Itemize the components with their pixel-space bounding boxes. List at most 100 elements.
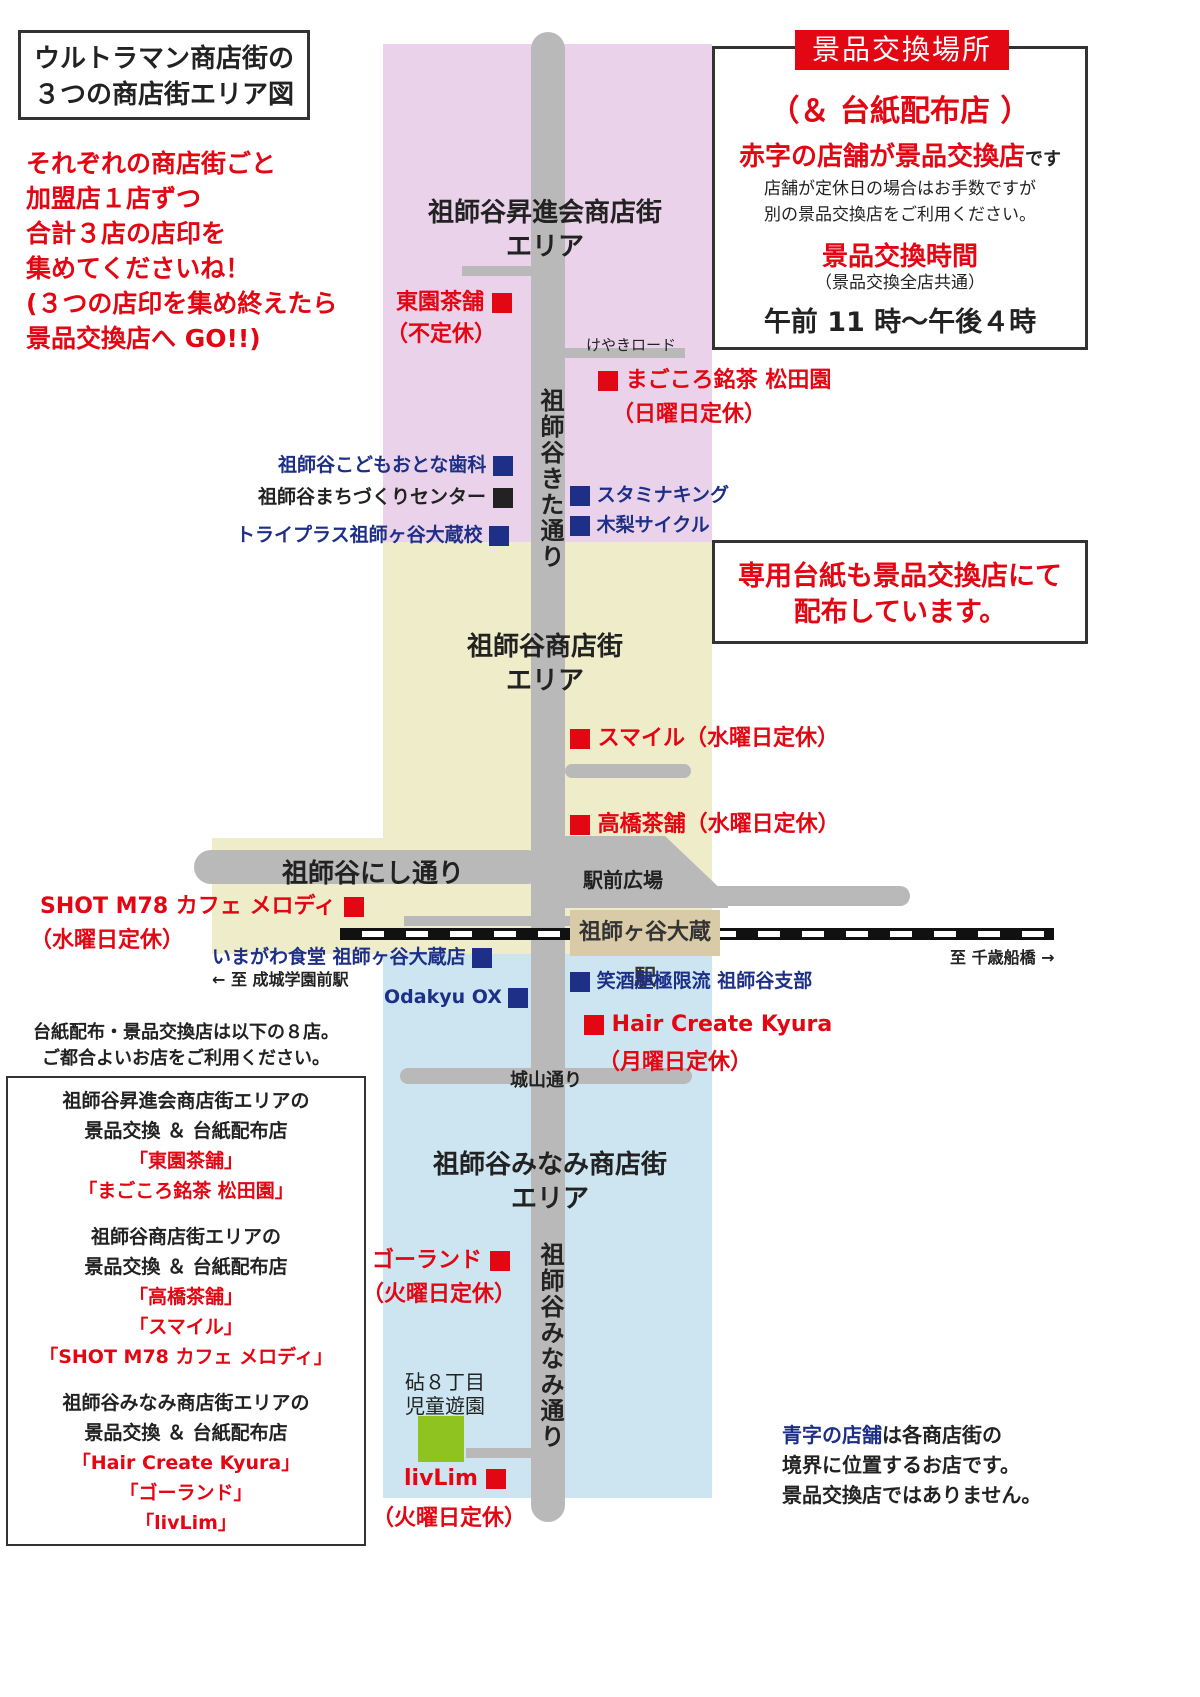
middle-area-label: 祖師谷商店街 エリア [400, 630, 690, 698]
closed-note: 店舗が定休日の場合はお手数ですが 別の景品交換店をご利用ください。 [716, 176, 1084, 228]
south-area-label: 祖師谷みなみ商店街 エリア [400, 1148, 700, 1216]
boundary-store-marker [489, 525, 510, 546]
hours-title: 景品交換時間 [821, 242, 978, 272]
middle-side-road [565, 764, 691, 778]
park-marker[interactable] [418, 1416, 464, 1462]
keyaki-road-label: けやきロード [586, 336, 677, 354]
store-machidukuri-name: 祖師谷まちづくりセンター [258, 486, 487, 508]
store-kinashi[interactable]: 木梨サイクル [570, 510, 710, 537]
store-toen[interactable]: 東園茶舗 [396, 284, 512, 316]
instruction-line: 集めてくださいね！ [26, 254, 251, 283]
joyama-street-label: 城山通り [510, 1070, 582, 1091]
park-side-road [466, 1448, 532, 1458]
distribution-intro: 台紙配布・景品交換店は以下の８店。 ご都合よいお店をご利用ください。 [0, 1020, 372, 1072]
boundary-store-marker [570, 515, 590, 536]
main-street-road [531, 32, 565, 1522]
store-livlim-closed: （火曜日定休） [372, 1506, 527, 1531]
station-label[interactable]: 祖師ヶ谷大蔵駅 [570, 910, 720, 991]
exchange-store-marker [485, 1469, 506, 1489]
middle-area-line2: エリア [505, 666, 584, 696]
store-magokoro[interactable]: まごころ銘茶 松田園 [598, 362, 831, 394]
store-takahashi[interactable]: 高橋茶舗（水曜日定休） [570, 806, 840, 838]
store-dental-name: 祖師谷こどもおとな歯科 [278, 454, 487, 476]
store-goland-closed: （火曜日定休） [362, 1282, 517, 1307]
store-livlim[interactable]: livLim [404, 1466, 506, 1491]
park-label: 砧８丁目 児童遊園 [390, 1370, 500, 1418]
blue-note-line2: 境界に位置するお店です。 [782, 1453, 1020, 1477]
exchange-info-box [712, 46, 1088, 350]
exchange-store-marker [570, 815, 590, 835]
store-magokoro-name: まごころ銘茶 松田園 [625, 368, 832, 393]
store-dental[interactable]: 祖師谷こどもおとな歯科 [278, 450, 514, 477]
exchange-store-marker [491, 293, 512, 313]
store-hair-closed: （月曜日定休） [598, 1050, 753, 1075]
store-machidukuri[interactable]: 祖師谷まちづくりセンター [258, 482, 513, 509]
ekimae-road [700, 886, 910, 906]
blue-note-line1-rest: は各商店街の [882, 1423, 1002, 1447]
boundary-store-marker [472, 947, 493, 968]
to-seijo-label: ← 至 成城学園前駅 [212, 970, 349, 989]
group-store-item: 「SHOT M78 カフェ メロディ」 [39, 1346, 333, 1368]
store-livlim-name: livLim [404, 1466, 478, 1491]
blue-note-line3: 景品交換店ではありません。 [782, 1483, 1042, 1507]
instruction-line: 合計３店の店印を [26, 219, 227, 248]
instruction-line: 加盟店１店ずつ [26, 184, 202, 213]
store-tryplus[interactable]: トライプラス祖師ヶ谷大蔵校 [236, 520, 510, 547]
boundary-store-marker [570, 971, 590, 992]
south-area-line2: エリア [510, 1184, 589, 1214]
group-title-line1: 祖師谷昇進会商店街エリアの [62, 1090, 310, 1112]
group-store-item: 「スマイル」 [129, 1316, 243, 1338]
group-store-item: 「livLim」 [135, 1512, 237, 1534]
park-label-line1: 砧８丁目 [405, 1370, 485, 1394]
store-shot[interactable]: SHOT M78 カフェ メロディ [40, 888, 364, 920]
kita-street-label: 祖師谷きた通り [536, 388, 564, 570]
store-toen-closed: （不定休） [386, 322, 497, 347]
red-store-note: 赤字の店舗が景品交換店です [716, 136, 1084, 173]
exchange-subtitle: （＆ 台紙配布店 ） [769, 94, 1031, 129]
instruction-line: それぞれの商店街ごと [26, 149, 277, 178]
exchange-store-marker [570, 729, 590, 749]
store-shot-name: SHOT M78 カフェ メロディ [40, 894, 336, 919]
exchange-store-marker [598, 371, 618, 391]
store-stamina-name: スタミナキング [596, 484, 730, 506]
north-side-road [462, 266, 532, 276]
instruction-line: 景品交換店へ GO!!) [26, 324, 261, 353]
exchange-store-marker [489, 1251, 510, 1271]
store-kinashi-name: 木梨サイクル [596, 514, 710, 536]
store-odakyu-name: Odakyu OX [384, 986, 502, 1008]
group-store-item: 「高橋茶舗」 [128, 1286, 243, 1308]
community-center-marker [492, 487, 513, 508]
blue-note-line1: 青字の店舗は各商店街の [782, 1420, 1041, 1450]
exchange-title-badge: 景品交換場所 [795, 30, 1009, 70]
south-area-line1: 祖師谷みなみ商店街 [432, 1150, 667, 1180]
distribution-list-box: 祖師谷昇進会商店街エリアの 景品交換 ＆ 台紙配布店 「東園茶舗」 「まごころ銘… [6, 1076, 366, 1546]
red-store-note-main: 赤字の店舗が景品交換店 [738, 142, 1025, 172]
distribution-group-middle: 祖師谷商店街エリアの 景品交換 ＆ 台紙配布店 「高橋茶舗」 「スマイル」 「S… [8, 1222, 364, 1372]
store-odakyu[interactable]: Odakyu OX [384, 986, 529, 1008]
store-toen-name: 東園茶舗 [396, 290, 485, 315]
store-tryplus-name: トライプラス祖師ヶ谷大蔵校 [236, 524, 483, 546]
store-goland[interactable]: ゴーランド [372, 1242, 510, 1274]
store-stamina[interactable]: スタミナキング [570, 480, 729, 507]
store-hair[interactable]: Hair Create Kyura [584, 1012, 832, 1037]
instruction-line: (３つの店印を集め終えたら [26, 289, 338, 318]
store-smile[interactable]: スマイル（水曜日定休） [570, 720, 839, 752]
closed-note-line1: 店舗が定休日の場合はお手数ですが [764, 179, 1036, 199]
blue-note-highlight: 青字の店舗 [782, 1423, 882, 1447]
north-area-label: 祖師谷昇進会商店街 エリア [400, 196, 690, 264]
north-area-line1: 祖師谷昇進会商店街 [427, 198, 662, 228]
store-magokoro-closed: （日曜日定休） [612, 402, 767, 427]
joyama-street-road [400, 1068, 692, 1084]
store-smile-name: スマイル（水曜日定休） [597, 726, 840, 751]
distribution-intro-line1: 台紙配布・景品交換店は以下の８店。 [33, 1022, 339, 1043]
map-title-line1: ウルトラマン商店街の [33, 44, 294, 74]
store-imagawa[interactable]: いまがわ食堂 祖師ヶ谷大蔵店 [212, 942, 493, 969]
nishi-street-label: 祖師谷にし通り [282, 859, 465, 889]
map-title-line2: ３つの商店街エリア図 [33, 80, 294, 110]
mount-line2: 配布しています。 [793, 597, 1007, 628]
store-shosakaya[interactable]: 笑酒屋極限流 祖師谷支部 [570, 966, 812, 993]
distribution-group-south: 祖師谷みなみ商店街エリアの 景品交換 ＆ 台紙配布店 「Hair Create … [8, 1388, 364, 1538]
group-title-line1: 祖師谷商店街エリアの [90, 1226, 281, 1248]
exchange-store-marker [343, 897, 364, 917]
distribution-group-north: 祖師谷昇進会商店街エリアの 景品交換 ＆ 台紙配布店 「東園茶舗」 「まごころ銘… [8, 1086, 364, 1206]
